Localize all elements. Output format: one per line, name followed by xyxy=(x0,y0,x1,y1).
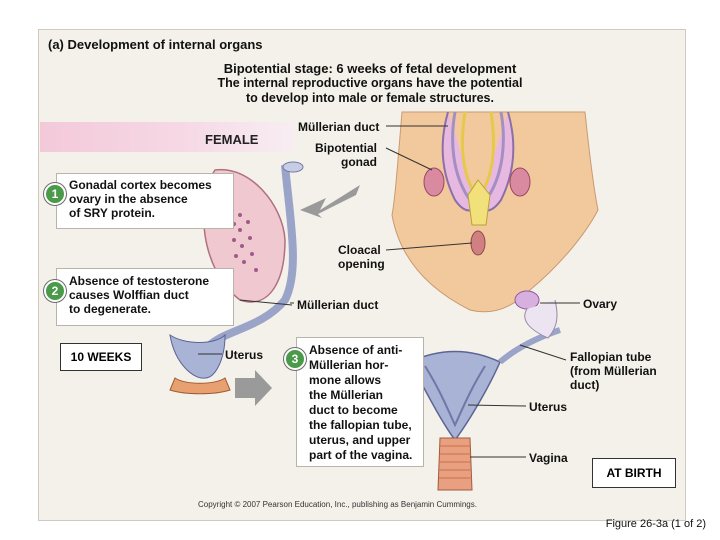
fallopian-tube-shape xyxy=(498,327,561,365)
step-text-line: the Müllerian xyxy=(309,388,384,402)
label-line: Fallopian tube xyxy=(570,350,652,364)
step-2-box: Absence of testosterone causes Wolffian … xyxy=(56,268,234,326)
female-label: FEMALE xyxy=(205,132,259,147)
stage-subtitle: The internal reproductive organs have th… xyxy=(190,76,550,106)
ovary-birth-shape xyxy=(514,290,540,310)
label-cloacal-opening: Cloacal opening xyxy=(338,243,385,271)
label-line: Cloacal xyxy=(338,243,381,257)
step-text-line: duct to become xyxy=(309,403,398,417)
label-line: Bipotential xyxy=(315,141,377,155)
label-mullerian-duct-2: Müllerian duct xyxy=(297,298,379,312)
step-text-line: the fallopian tube, xyxy=(309,418,412,432)
gonad-shape xyxy=(509,167,531,197)
step-1-badge: 1 xyxy=(44,183,66,205)
figure-heading: (a) Development of internal organs xyxy=(48,37,263,52)
label-ovary: Ovary xyxy=(583,297,618,311)
step-text-line: Müllerian hor- xyxy=(309,358,389,372)
step-text-line: causes Wolffian duct xyxy=(69,288,189,302)
female-banner xyxy=(40,122,295,152)
step-text-line: ovary in the absence xyxy=(69,192,188,206)
step-text-line: Gonadal cortex becomes xyxy=(69,178,212,192)
step-1-box: Gonadal cortex becomes ovary in the abse… xyxy=(56,173,234,229)
gonad-shape xyxy=(423,167,445,197)
label-vagina: Vagina xyxy=(529,451,568,465)
leader-lines xyxy=(198,125,580,458)
label-line: (from Müllerian xyxy=(570,364,657,378)
stage-title: Bipotential stage: 6 weeks of fetal deve… xyxy=(223,61,517,76)
cloacal-opening-shape xyxy=(470,230,486,256)
copyright-text: Copyright © 2007 Pearson Education, Inc.… xyxy=(198,500,477,509)
at-birth-label: AT BIRTH xyxy=(592,458,676,488)
ten-weeks-label: 10 WEEKS xyxy=(60,343,142,371)
mullerian-duct-tube xyxy=(201,164,297,353)
step-text-line: Absence of testosterone xyxy=(69,274,210,288)
step-text-line: Absence of anti- xyxy=(309,343,403,357)
step-text-line: mone allows xyxy=(309,373,382,387)
label-line: opening xyxy=(338,257,385,271)
arrow-graphic xyxy=(300,185,360,218)
label-uterus-birth: Uterus xyxy=(529,400,568,414)
label-uterus-10wk: Uterus xyxy=(225,348,264,362)
label-bipotential-gonad: Bipotential gonad xyxy=(315,141,377,169)
uterus-birth-shape xyxy=(408,350,501,442)
stage-subtitle-line: to develop into male or female structure… xyxy=(246,91,494,105)
label-mullerian-duct: Müllerian duct xyxy=(298,120,380,134)
step-2-badge: 2 xyxy=(44,280,66,302)
label-line: gonad xyxy=(341,155,377,169)
stage-subtitle-line: The internal reproductive organs have th… xyxy=(217,76,523,90)
step-3-badge: 3 xyxy=(284,348,306,370)
figure-caption: Figure 26-3a (1 of 2) xyxy=(605,518,706,530)
step-text-line: uterus, and upper xyxy=(309,433,411,447)
label-fallopian-tube: Fallopian tube (from Müllerian duct) xyxy=(570,350,657,392)
step-3-box: Absence of anti- Müllerian hor- mone all… xyxy=(296,337,424,467)
step-text-line: of SRY protein. xyxy=(69,206,156,220)
step-text-line: part of the vagina. xyxy=(309,448,413,462)
uterus-10wk-shape xyxy=(169,333,226,379)
vagina-shape xyxy=(437,437,473,491)
arrow-graphic xyxy=(235,370,272,406)
label-line: duct) xyxy=(570,378,600,392)
step-text-line: to degenerate. xyxy=(69,302,152,316)
